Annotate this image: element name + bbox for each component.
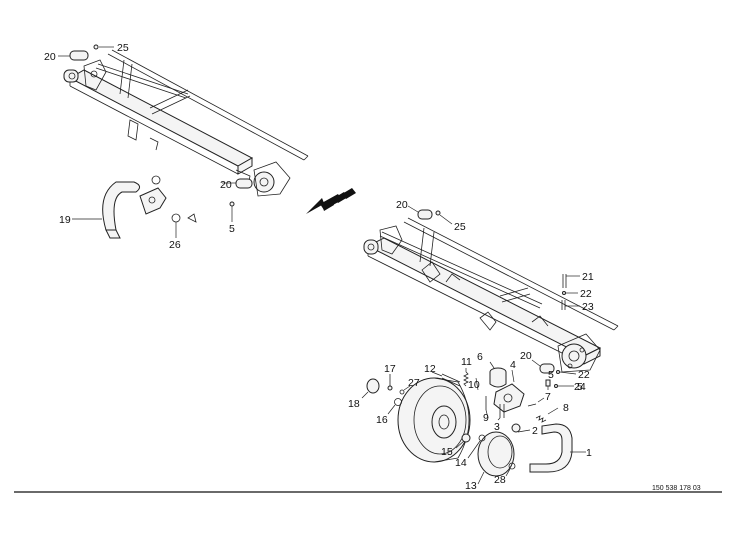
callout-15: 15 xyxy=(441,446,453,458)
callout-22: 22 xyxy=(578,369,590,381)
upper-small-parts xyxy=(58,44,253,239)
callout-20: 20 xyxy=(220,179,232,191)
callout-17: 17 xyxy=(384,363,396,375)
drawing-reference-number: 150 538 178 03 xyxy=(652,485,701,492)
callout-4: 4 xyxy=(510,359,516,371)
callout-1: 1 xyxy=(586,447,592,459)
callout-3: 3 xyxy=(494,421,500,433)
callout-20: 20 xyxy=(520,350,532,362)
callout-5: 5 xyxy=(548,369,554,381)
callout-21: 21 xyxy=(582,271,594,283)
callout-9: 9 xyxy=(483,412,489,424)
callout-7: 7 xyxy=(545,391,551,403)
callout-19: 19 xyxy=(59,214,71,226)
callout-2: 2 xyxy=(532,425,538,437)
callout-22: 22 xyxy=(580,288,592,300)
callout-16: 16 xyxy=(376,414,388,426)
callout-25: 25 xyxy=(117,42,129,54)
direction-arrow xyxy=(306,188,356,214)
callout-12: 12 xyxy=(424,363,436,375)
callout-14: 14 xyxy=(455,457,467,469)
callout-25: 25 xyxy=(454,221,466,233)
callout-26: 26 xyxy=(169,239,181,251)
callout-23: 23 xyxy=(582,301,594,313)
callout-labels: 20 25 20 5 19 26 20 25 21 22 23 6 4 11 1… xyxy=(44,42,594,492)
wheel-assembly xyxy=(361,361,586,485)
lower-frame-assembly xyxy=(363,217,619,373)
callout-28: 28 xyxy=(494,474,506,486)
lower-small-parts xyxy=(407,205,580,390)
upper-frame-assembly xyxy=(63,49,309,197)
callout-11: 11 xyxy=(461,356,472,368)
callout-24: 24 xyxy=(574,381,586,393)
callout-5: 5 xyxy=(229,223,235,235)
callout-10: 10 xyxy=(468,379,480,391)
callout-13: 13 xyxy=(465,480,477,492)
callout-8: 8 xyxy=(563,402,569,414)
callout-6: 6 xyxy=(477,351,483,363)
callout-18: 18 xyxy=(348,398,360,410)
callout-27: 27 xyxy=(408,377,420,389)
callout-5: 5 xyxy=(577,381,583,393)
callout-20: 20 xyxy=(396,199,408,211)
callout-20: 20 xyxy=(44,51,56,63)
